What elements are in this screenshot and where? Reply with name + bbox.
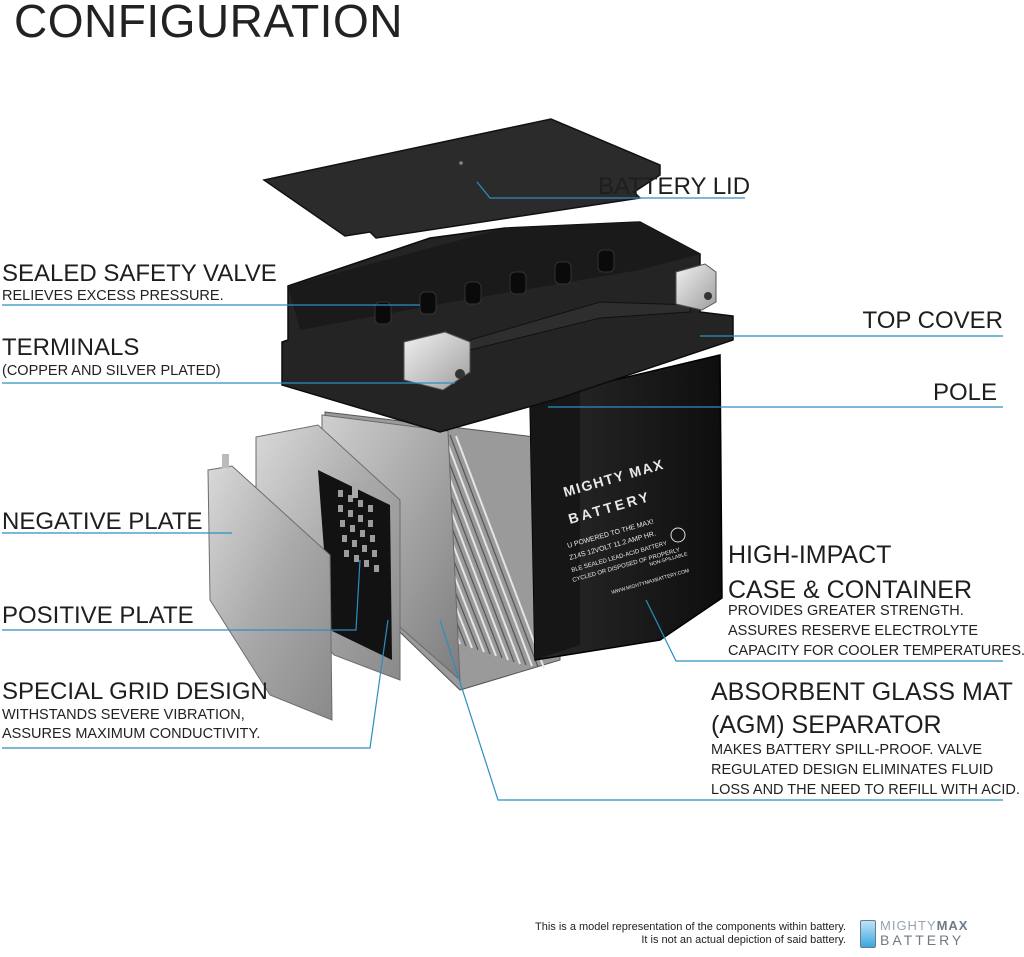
- special-grid-desc-2: ASSURES MAXIMUM CONDUCTIVITY.: [2, 726, 261, 742]
- logo-wordmark-bottom: BATTERY: [880, 932, 965, 948]
- agm-label-2: (AGM) SEPARATOR: [711, 711, 942, 739]
- negative-plate-label: NEGATIVE PLATE: [2, 508, 203, 535]
- special-grid-label: SPECIAL GRID DESIGN: [2, 678, 268, 705]
- high-impact-label-2: CASE & CONTAINER: [728, 576, 973, 604]
- sealed-safety-valve-label: SEALED SAFETY VALVE: [2, 260, 277, 287]
- negative-plate-sheet: [207, 454, 333, 721]
- positive-plate-label: POSITIVE PLATE: [2, 602, 194, 629]
- agm-desc-1: MAKES BATTERY SPILL-PROOF. VALVE: [711, 742, 983, 758]
- high-impact-desc-1: PROVIDES GREATER STRENGTH.: [728, 603, 964, 619]
- special-grid-desc-1: WITHSTANDS SEVERE VIBRATION,: [2, 707, 245, 723]
- disclaimer-line-2: It is not an actual depiction of said ba…: [641, 934, 846, 946]
- pole-label: POLE: [932, 379, 997, 406]
- battery-icon: [860, 920, 876, 948]
- agm-desc-2: REGULATED DESIGN ELIMINATES FLUID: [711, 762, 994, 778]
- top-cover-label: TOP COVER: [862, 307, 1003, 334]
- logo-wordmark-top: MIGHTYMAX: [880, 918, 969, 933]
- leader-lines: [2, 181, 1003, 801]
- battery-lid-label: BATTERY LID: [598, 173, 751, 200]
- agm-label-1: ABSORBENT GLASS MAT: [711, 678, 1013, 706]
- top-cover: [281, 221, 734, 433]
- battery-lid: [262, 118, 661, 239]
- battery-case: [529, 354, 723, 661]
- disclaimer: This is a model representation of the co…: [535, 921, 846, 947]
- terminals: [403, 263, 717, 391]
- brand-logo: MIGHTYMAX BATTERY: [856, 916, 1016, 952]
- agm-desc-3: LOSS AND THE NEED TO REFILL WITH ACID.: [711, 782, 1020, 798]
- disclaimer-line-1: This is a model representation of the co…: [534, 921, 846, 933]
- high-impact-desc-2: ASSURES RESERVE ELECTROLYTE: [728, 623, 979, 639]
- sealed-safety-valve-desc: RELIEVES EXCESS PRESSURE.: [2, 288, 224, 304]
- terminals-label: TERMINALS: [2, 334, 140, 361]
- high-impact-desc-3: CAPACITY FOR COOLER TEMPERATURES.: [728, 643, 1024, 659]
- terminals-desc: (COPPER AND SILVER PLATED): [2, 363, 221, 379]
- grid-plate: [255, 424, 401, 681]
- high-impact-label-1: HIGH-IMPACT: [728, 541, 892, 569]
- page-title: CONFIGURATION: [14, 0, 403, 47]
